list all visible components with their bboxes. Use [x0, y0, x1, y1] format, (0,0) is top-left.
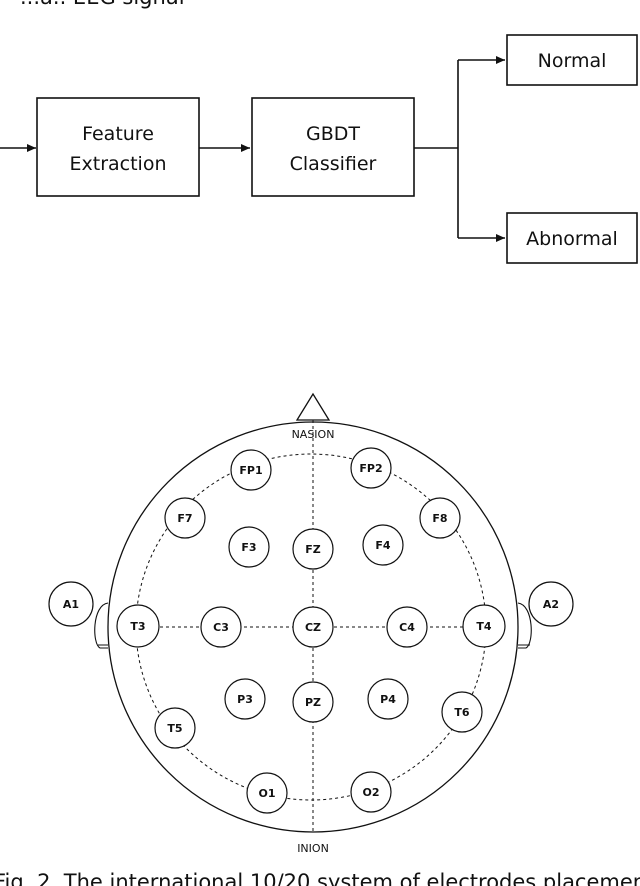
svg-text:Fig. 2. The international 10/2: Fig. 2. The international 10/20 system o… — [0, 870, 640, 886]
svg-text:FP2: FP2 — [359, 462, 382, 475]
electrode-p3: P3 — [224, 678, 266, 720]
left-ear — [94, 602, 109, 649]
feature-extraction-label-line1: Feature — [82, 123, 154, 145]
electrode-cz: CZ — [292, 606, 334, 648]
abnormal-box: Abnormal — [506, 212, 638, 264]
electrode-fz: FZ — [292, 528, 334, 570]
electrode-pz: PZ — [292, 681, 334, 723]
electrode-fp2: FP2 — [350, 447, 392, 489]
svg-text:O1: O1 — [258, 787, 275, 800]
gbdt-classifier-box: GBDT Classifier — [251, 97, 415, 197]
normal-box: Normal — [506, 34, 638, 86]
svg-text:C3: C3 — [213, 621, 229, 634]
svg-text:F4: F4 — [375, 539, 391, 552]
svg-text:C4: C4 — [399, 621, 415, 634]
electrode-f4: F4 — [362, 524, 404, 566]
electrode-t5: T5 — [154, 707, 196, 749]
right-ear — [517, 602, 532, 649]
svg-text:A2: A2 — [543, 598, 559, 611]
electrode-f8: F8 — [419, 497, 461, 539]
svg-text:FZ: FZ — [305, 543, 321, 556]
svg-text:P4: P4 — [380, 693, 396, 706]
flowchart: Feature Extraction GBDT Classifier Norma… — [0, 34, 638, 264]
svg-text:FP1: FP1 — [239, 464, 262, 477]
svg-text:T5: T5 — [167, 722, 182, 735]
normal-label: Normal — [538, 50, 607, 72]
gbdt-label-line2: Classifier — [290, 153, 377, 175]
electrode-o1: O1 — [246, 772, 288, 814]
electrode-a2: A2 — [528, 581, 574, 627]
electrode-a1: A1 — [48, 581, 94, 627]
svg-text:A1: A1 — [63, 598, 79, 611]
electrode-t4: T4 — [462, 604, 506, 648]
feature-extraction-box: Feature Extraction — [36, 97, 200, 197]
svg-text:CZ: CZ — [305, 621, 321, 634]
figure-caption-fragment: Fig. 2. The international 10/20 system o… — [0, 870, 640, 886]
electrode-f3: F3 — [228, 526, 270, 568]
gbdt-label-line1: GBDT — [306, 123, 360, 145]
header-fragment: ...a.. EEG signal — [20, 0, 185, 9]
svg-text:PZ: PZ — [305, 696, 321, 709]
svg-text:P3: P3 — [237, 693, 253, 706]
svg-text:O2: O2 — [362, 786, 379, 799]
feature-extraction-label-line2: Extraction — [70, 153, 167, 175]
svg-text:T3: T3 — [130, 620, 145, 633]
electrode-c4: C4 — [386, 606, 428, 648]
electrode-o2: O2 — [350, 771, 392, 813]
electrode-t6: T6 — [441, 691, 483, 733]
abnormal-label: Abnormal — [526, 228, 618, 250]
svg-text:...a.. EEG signal: ...a.. EEG signal — [20, 0, 185, 9]
electrode-f7: F7 — [164, 497, 206, 539]
svg-text:F8: F8 — [432, 512, 447, 525]
electrode-c3: C3 — [200, 606, 242, 648]
inion-label: INION — [297, 842, 329, 855]
eeg-electrode-map: NASION INION FP1 FP2 F7 F8 F3 FZ F — [48, 392, 574, 855]
svg-text:T6: T6 — [454, 706, 470, 719]
electrode-fp1: FP1 — [230, 449, 272, 491]
electrode-p4: P4 — [367, 678, 409, 720]
nasion-triangle — [295, 392, 331, 421]
svg-text:T4: T4 — [476, 620, 492, 633]
electrode-t3: T3 — [116, 604, 160, 648]
nasion-label: NASION — [292, 428, 335, 441]
svg-text:F7: F7 — [177, 512, 192, 525]
svg-text:F3: F3 — [241, 541, 256, 554]
